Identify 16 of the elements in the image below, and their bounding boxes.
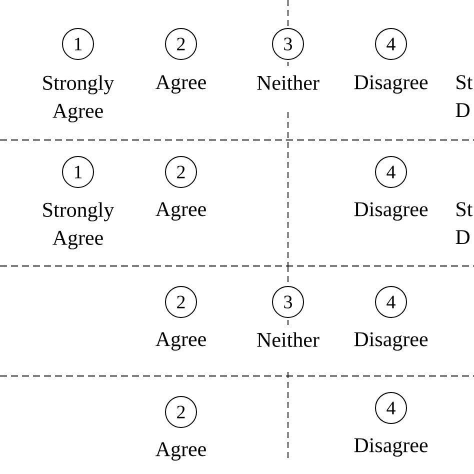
option-label: Agree (156, 442, 206, 461)
option-label: Agree (156, 332, 206, 351)
option-label: Disagree (354, 438, 428, 457)
option-label: Disagree (354, 75, 428, 94)
option-label: St (456, 202, 473, 216)
option-label: Disagree (354, 332, 428, 351)
option-label: St (456, 75, 473, 90)
option-label: Neither (257, 332, 320, 347)
option-label: Strongly Agree (43, 75, 114, 122)
option-label: D (456, 103, 470, 117)
option-label: Disagree (354, 202, 428, 221)
option-label: Agree (156, 202, 206, 221)
option-label: Strongly Agree (43, 202, 114, 250)
option-label: D (456, 230, 470, 244)
option-label: Neither (257, 75, 320, 90)
option-label: Agree (156, 75, 206, 94)
